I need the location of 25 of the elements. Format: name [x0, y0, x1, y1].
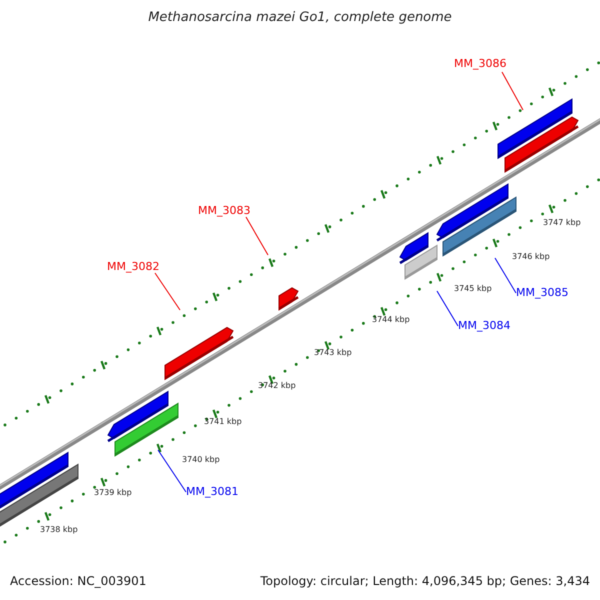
leader-line: [436, 290, 458, 326]
gene-label: MM_3084: [458, 320, 510, 331]
tick-label: 3747 kbp: [543, 219, 581, 227]
tick-label: 3746 kbp: [512, 253, 550, 261]
tick-label: 3738 kbp: [40, 526, 78, 534]
leader-line: [502, 72, 524, 110]
gene-label: MM_3086: [454, 58, 506, 69]
leader-line: [246, 216, 268, 256]
genome-summary-text: Topology: circular; Length: 4,096,345 bp; Genes: 3,434: [260, 575, 590, 587]
leader-line: [494, 258, 516, 294]
leader-line: [158, 450, 186, 492]
title: Methanosarcina mazei Go1, complete genome: [147, 11, 453, 24]
leader-line: [154, 272, 180, 310]
gene-label: MM_3083: [198, 205, 250, 216]
gene-label: MM_3081: [186, 486, 238, 497]
tick-label: 3745 kbp: [454, 285, 492, 293]
accession-text: Accession: NC_003901: [10, 575, 146, 587]
tick-label: 3739 kbp: [94, 489, 132, 497]
tick-label: 3744 kbp: [372, 316, 410, 324]
gene-label: MM_3082: [107, 261, 160, 272]
tick-label: 3743 kbp: [314, 349, 352, 357]
tick-label: 3740 kbp: [182, 456, 220, 464]
gene-label: MM_3085: [516, 287, 568, 298]
tick-label: 3742 kbp: [258, 382, 296, 390]
tick-label: 3741 kbp: [204, 418, 242, 426]
